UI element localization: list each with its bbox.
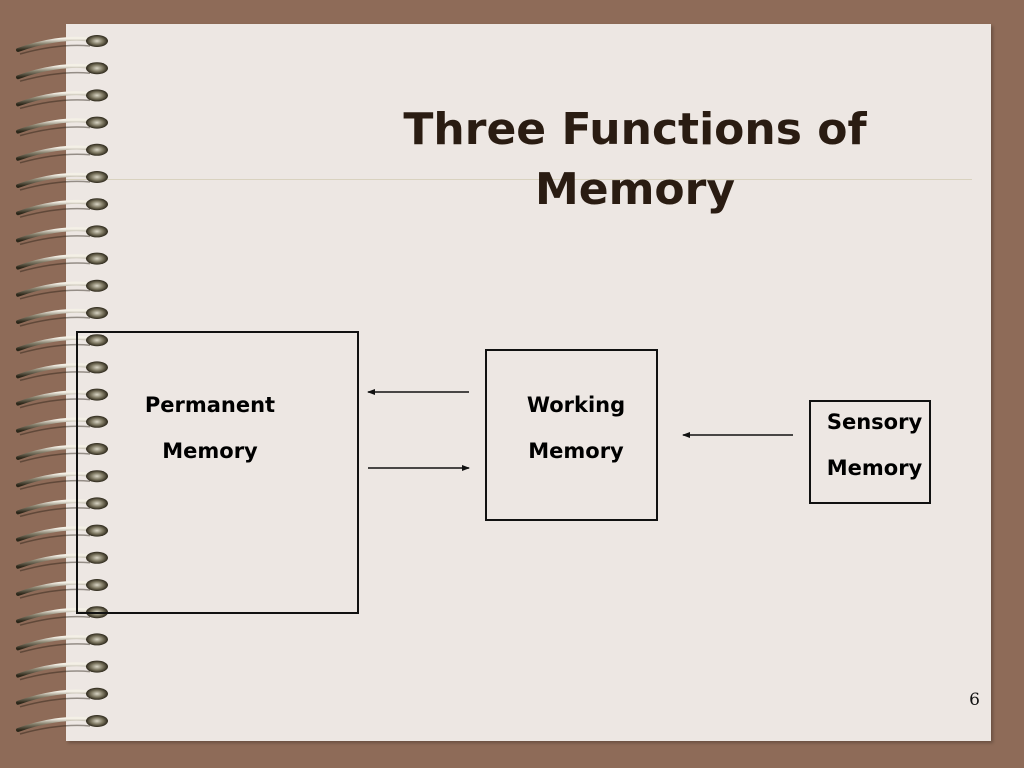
spiral-binding-icon bbox=[16, 35, 108, 735]
spiral-coil-shadow bbox=[19, 643, 91, 654]
working-memory-box bbox=[485, 349, 658, 521]
binding-hole-icon bbox=[86, 524, 108, 537]
spiral-coil-icon bbox=[16, 662, 94, 678]
binding-hole-icon bbox=[86, 388, 108, 401]
binding-hole-icon bbox=[86, 62, 108, 75]
spiral-coil-shadow bbox=[19, 207, 91, 218]
binding-hole-icon bbox=[86, 579, 108, 591]
spiral-coil-shadow bbox=[19, 561, 91, 572]
binding-hole-icon bbox=[86, 415, 108, 428]
spiral-coil-shadow bbox=[19, 371, 91, 382]
binding-hole-icon bbox=[86, 307, 108, 319]
page-number: 6 bbox=[969, 690, 980, 710]
page-rule-line bbox=[66, 179, 972, 180]
spiral-coil-icon bbox=[16, 172, 94, 188]
binding-hole-icon bbox=[86, 497, 108, 510]
spiral-coil-shadow bbox=[19, 670, 91, 681]
spiral-coil-icon bbox=[16, 118, 94, 134]
permanent-memory-line2: Memory bbox=[162, 439, 258, 463]
notebook-page bbox=[66, 24, 991, 741]
binding-hole-icon bbox=[86, 361, 108, 374]
spiral-coil-icon bbox=[16, 553, 94, 569]
sensory-memory-line2: Memory bbox=[826, 456, 923, 480]
binding-hole-icon bbox=[86, 443, 108, 455]
binding-hole-icon bbox=[86, 171, 108, 183]
spiral-coil-icon bbox=[16, 227, 94, 243]
spiral-coil-shadow bbox=[19, 724, 91, 735]
spiral-coil-icon bbox=[16, 716, 94, 732]
sensory-memory-label: Sensory Memory bbox=[812, 399, 937, 491]
spiral-coil-icon bbox=[16, 254, 94, 270]
spiral-coil-icon bbox=[16, 281, 94, 297]
sensory-memory-box bbox=[809, 400, 931, 504]
spiral-coil-shadow bbox=[19, 180, 91, 191]
spiral-coil-shadow bbox=[19, 126, 91, 137]
spiral-coil-icon bbox=[16, 526, 94, 542]
binding-hole-icon bbox=[86, 633, 108, 646]
slide-title: Three Functions of Memory bbox=[390, 100, 880, 220]
binding-hole-icon bbox=[86, 660, 108, 673]
binding-hole-icon bbox=[86, 143, 108, 156]
spiral-coil-shadow bbox=[19, 99, 91, 110]
spiral-coil-icon bbox=[16, 390, 94, 406]
spiral-coil-icon bbox=[16, 308, 94, 324]
spiral-coil-shadow bbox=[19, 153, 91, 164]
working-memory-line1: Working bbox=[526, 393, 626, 417]
working-memory-label: Working Memory bbox=[500, 382, 652, 474]
spiral-coil-icon bbox=[16, 63, 94, 80]
spiral-coil-icon bbox=[16, 635, 94, 651]
binding-hole-icon bbox=[86, 687, 108, 700]
binding-hole-icon bbox=[86, 279, 108, 292]
binding-hole-icon bbox=[86, 198, 108, 211]
spiral-coil-shadow bbox=[19, 479, 91, 490]
binding-hole-icon bbox=[86, 551, 108, 564]
binding-hole-icon bbox=[86, 225, 108, 238]
spiral-coil-icon bbox=[16, 335, 94, 352]
spiral-coil-icon bbox=[16, 499, 94, 515]
spiral-coil-shadow bbox=[19, 697, 91, 708]
spiral-coil-shadow bbox=[19, 425, 91, 436]
binding-hole-icon bbox=[86, 334, 108, 347]
spiral-coil-icon bbox=[16, 444, 94, 460]
permanent-memory-line1: Permanent bbox=[144, 393, 276, 417]
sensory-memory-line1: Sensory bbox=[826, 410, 923, 434]
spiral-coil-shadow bbox=[19, 588, 91, 599]
spiral-coil-shadow bbox=[19, 615, 91, 626]
binding-hole-icon bbox=[86, 470, 108, 483]
spiral-coil-shadow bbox=[19, 343, 91, 354]
permanent-memory-label: Permanent Memory bbox=[120, 382, 300, 474]
spiral-coil-shadow bbox=[19, 235, 91, 246]
working-memory-line2: Memory bbox=[528, 439, 624, 463]
spiral-coil-icon bbox=[16, 689, 94, 705]
binding-hole-icon bbox=[86, 116, 108, 129]
spiral-coil-icon bbox=[16, 607, 94, 624]
spiral-coil-shadow bbox=[19, 44, 91, 55]
permanent-memory-box bbox=[76, 331, 359, 614]
spiral-coil-shadow bbox=[19, 262, 91, 273]
binding-hole-icon bbox=[86, 35, 108, 47]
title-line-1: Three Functions of bbox=[403, 104, 867, 155]
binding-hole-icon bbox=[86, 89, 108, 102]
spiral-coil-icon bbox=[16, 199, 94, 216]
spiral-coil-icon bbox=[16, 145, 94, 161]
title-line-2: Memory bbox=[534, 164, 736, 215]
spiral-coil-shadow bbox=[19, 289, 91, 300]
spiral-coil-shadow bbox=[19, 534, 91, 545]
spiral-coil-icon bbox=[16, 471, 94, 488]
binding-hole-icon bbox=[86, 715, 108, 727]
spiral-coil-icon bbox=[16, 580, 94, 596]
spiral-coil-shadow bbox=[19, 452, 91, 463]
spiral-coil-icon bbox=[16, 36, 94, 52]
spiral-coil-shadow bbox=[19, 507, 91, 518]
spiral-coil-shadow bbox=[19, 316, 91, 327]
binding-hole-icon bbox=[86, 252, 108, 265]
spiral-coil-icon bbox=[16, 417, 94, 433]
spiral-coil-shadow bbox=[19, 71, 91, 82]
spiral-coil-shadow bbox=[19, 398, 91, 409]
spiral-coil-icon bbox=[16, 91, 94, 107]
spiral-coil-icon bbox=[16, 363, 94, 379]
